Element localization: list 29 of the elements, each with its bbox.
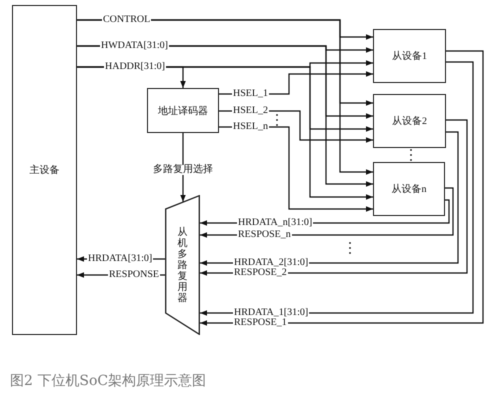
node-label: 主设备 [30, 164, 60, 177]
edge-label: HSEL_2 [232, 106, 269, 116]
node-label: 从机多路复用器 [178, 226, 188, 304]
node-label: 地址译码器 [158, 104, 208, 118]
edge-label: RESPONSE [108, 270, 160, 280]
edge-label: HSEL_1 [232, 89, 269, 99]
slave-box [373, 162, 445, 216]
decoder-box [147, 88, 219, 133]
master-box [12, 5, 77, 335]
slave-box [373, 94, 446, 148]
node-label: 从设备2 [392, 114, 427, 128]
figure-caption: 图2 下位机SoC架构原理示意图 [10, 372, 206, 390]
edge-label: HRDATA[31:0] [87, 254, 154, 264]
edge-label: CONTROL [102, 15, 152, 25]
edge-label: HRDATA_2[31:0] [233, 258, 310, 268]
edge-label: RESPOSE_n [237, 230, 292, 240]
edge-label: HSEL_n [232, 122, 269, 132]
arrow [77, 19, 373, 175]
edge-label: RESPOSE_2 [233, 268, 288, 278]
edge-label: 多路复用选择 [152, 165, 214, 175]
edge-label: HRDATA_1[31:0] [233, 308, 310, 318]
edge-label: HWDATA[31:0] [100, 41, 169, 51]
edge-label: HRDATA_n[31:0] [237, 218, 314, 228]
edge-label: HADDR[31:0] [104, 62, 166, 72]
slave-box [373, 29, 446, 83]
node-label: 从设备1 [392, 50, 427, 63]
node-label: 从设备n [392, 182, 426, 196]
edge-label: RESPOSE_1 [233, 318, 288, 328]
multiplexer-trapezoid [165, 195, 200, 335]
